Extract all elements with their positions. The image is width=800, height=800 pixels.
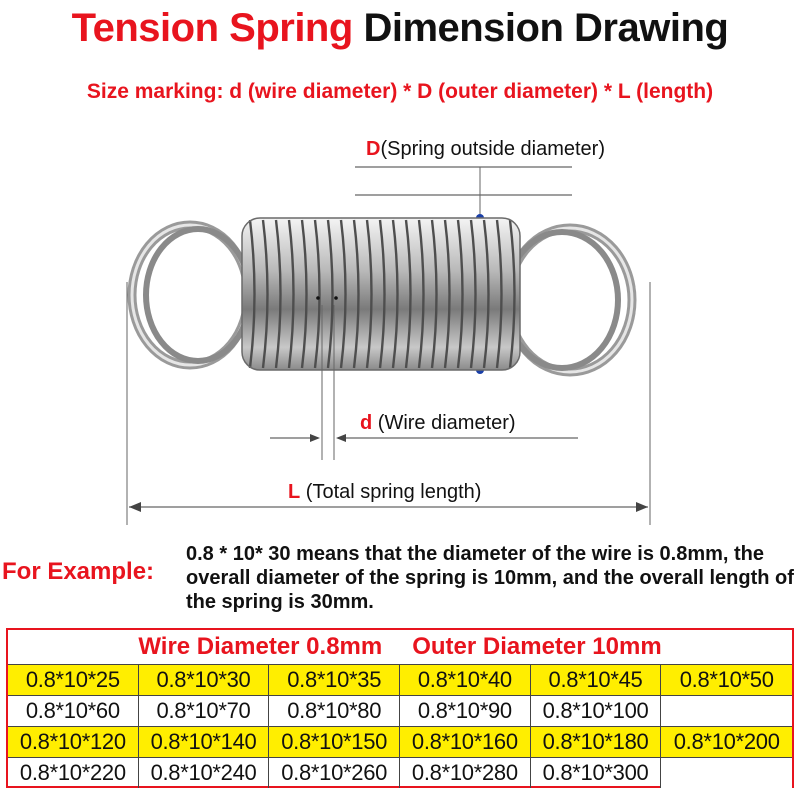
size-cell: 0.8*10*180	[530, 726, 662, 757]
table-row: 0.8*10*60 0.8*10*70 0.8*10*80 0.8*10*90 …	[8, 695, 793, 726]
total-length-dimension	[126, 282, 651, 525]
size-cell: 0.8*10*80	[269, 695, 401, 726]
page-title: Tension Spring Dimension Drawing	[0, 6, 800, 51]
size-cell: 0.8*10*280	[400, 757, 531, 788]
size-cell: 0.8*10*220	[8, 757, 139, 788]
title-part-1: Tension Spring	[71, 6, 354, 50]
size-cell: 0.8*10*70	[138, 695, 270, 726]
table-row: 0.8*10*220 0.8*10*240 0.8*10*260 0.8*10*…	[8, 757, 793, 788]
example-heading: For Example:	[2, 558, 155, 585]
size-cell: 0.8*10*30	[138, 664, 270, 695]
total-length-label: L (Total spring length)	[288, 481, 481, 504]
table-row: 0.8*10*120 0.8*10*140 0.8*10*150 0.8*10*…	[8, 726, 793, 757]
size-cell: 0.8*10*35	[269, 664, 401, 695]
size-cell: 0.8*10*150	[269, 726, 401, 757]
specification-table: Wire Diameter 0.8mm Outer Diameter 10mm …	[6, 628, 794, 788]
outer-diameter-letter: D	[366, 138, 381, 160]
size-marking-subtitle: Size marking: d (wire diameter) * D (out…	[86, 80, 714, 103]
outer-diameter-label: D(Spring outside diameter)	[366, 138, 605, 161]
table-header: Wire Diameter 0.8mm Outer Diameter 10mm	[8, 630, 792, 664]
size-cell: 0.8*10*60	[8, 695, 139, 726]
size-cell: 0.8*10*260	[269, 757, 401, 788]
size-cell: 0.8*10*25	[8, 664, 139, 695]
size-cell	[661, 757, 793, 788]
size-cell: 0.8*10*90	[400, 695, 531, 726]
size-cell: 0.8*10*200	[661, 726, 793, 757]
size-cell: 0.8*10*120	[8, 726, 139, 757]
size-cell: 0.8*10*160	[400, 726, 531, 757]
size-cell: 0.8*10*140	[138, 726, 270, 757]
total-length-letter: L	[288, 481, 301, 503]
spring-coil-body	[241, 217, 521, 371]
example-text: 0.8 * 10* 30 means that the diameter of …	[186, 543, 794, 613]
table-row: 0.8*10*25 0.8*10*30 0.8*10*35 0.8*10*40 …	[8, 664, 793, 695]
wire-diameter-dimension	[270, 305, 578, 460]
wire-diameter-label: d (Wire diameter)	[360, 412, 516, 435]
wire-diameter-text: (Wire diameter)	[377, 412, 516, 434]
size-cell: 0.8*10*240	[138, 757, 270, 788]
size-cell: 0.8*10*300	[530, 757, 662, 788]
spring-drawing	[126, 166, 651, 525]
size-cell: 0.8*10*40	[400, 664, 531, 695]
size-cell: 0.8*10*100	[530, 695, 662, 726]
left-hook	[127, 220, 253, 370]
wire-diameter-letter: d	[360, 412, 373, 434]
outer-diameter-text: (Spring outside diameter)	[380, 138, 606, 160]
outer-diameter-header: Outer Diameter 10mm	[412, 633, 662, 660]
right-hook	[503, 223, 637, 377]
title-part-2: Dimension Drawing	[363, 6, 729, 50]
size-cell: 0.8*10*45	[530, 664, 662, 695]
size-cell	[661, 695, 793, 726]
total-length-text: (Total spring length)	[305, 481, 482, 503]
wire-diameter-header: Wire Diameter 0.8mm	[138, 633, 383, 660]
size-cell: 0.8*10*50	[661, 664, 793, 695]
